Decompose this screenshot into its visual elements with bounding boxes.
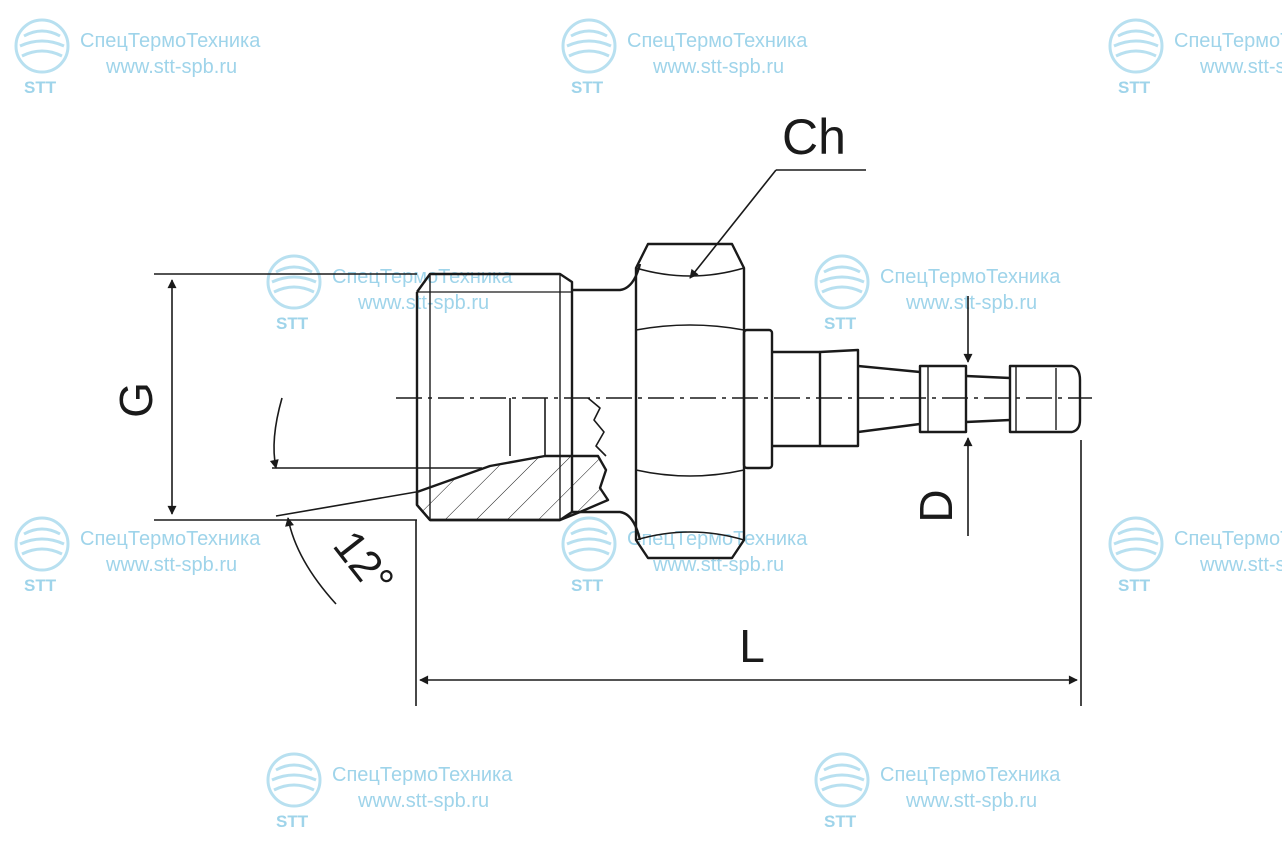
dimension-angle — [269, 397, 482, 605]
section-cut — [415, 397, 610, 522]
leader-ch — [689, 169, 866, 279]
label-ch: Ch — [782, 109, 846, 165]
label-l: L — [739, 620, 765, 672]
dimension-l — [415, 440, 1082, 706]
label-d: D — [910, 489, 962, 522]
hex-nut — [634, 242, 746, 560]
hose-barb — [818, 348, 1082, 448]
dimension-g — [154, 273, 417, 521]
collar — [742, 328, 820, 470]
label-angle: 12° — [324, 522, 404, 605]
label-g: G — [110, 382, 162, 418]
